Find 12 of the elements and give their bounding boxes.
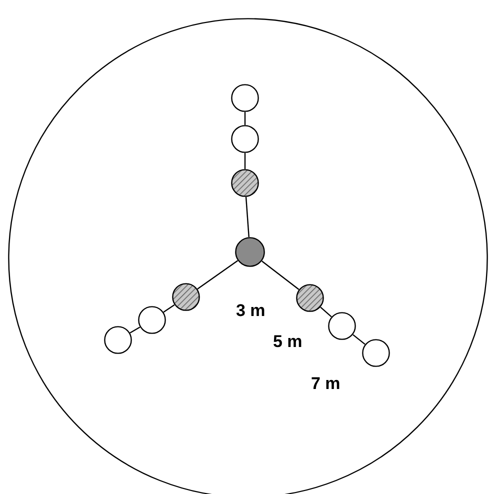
distance-label: 3 m: [236, 302, 266, 319]
connector-line: [130, 326, 140, 334]
connector-line: [352, 334, 366, 345]
connector-line: [245, 196, 250, 238]
connector-line: [197, 260, 238, 290]
connector-line: [244, 153, 246, 169]
distance-label: 5 m: [273, 333, 302, 350]
connector-line: [244, 112, 246, 125]
distance-label: 7 m: [311, 375, 340, 392]
connector-line: [320, 306, 332, 318]
connector-line: [163, 304, 175, 313]
connector-line: [262, 260, 300, 290]
